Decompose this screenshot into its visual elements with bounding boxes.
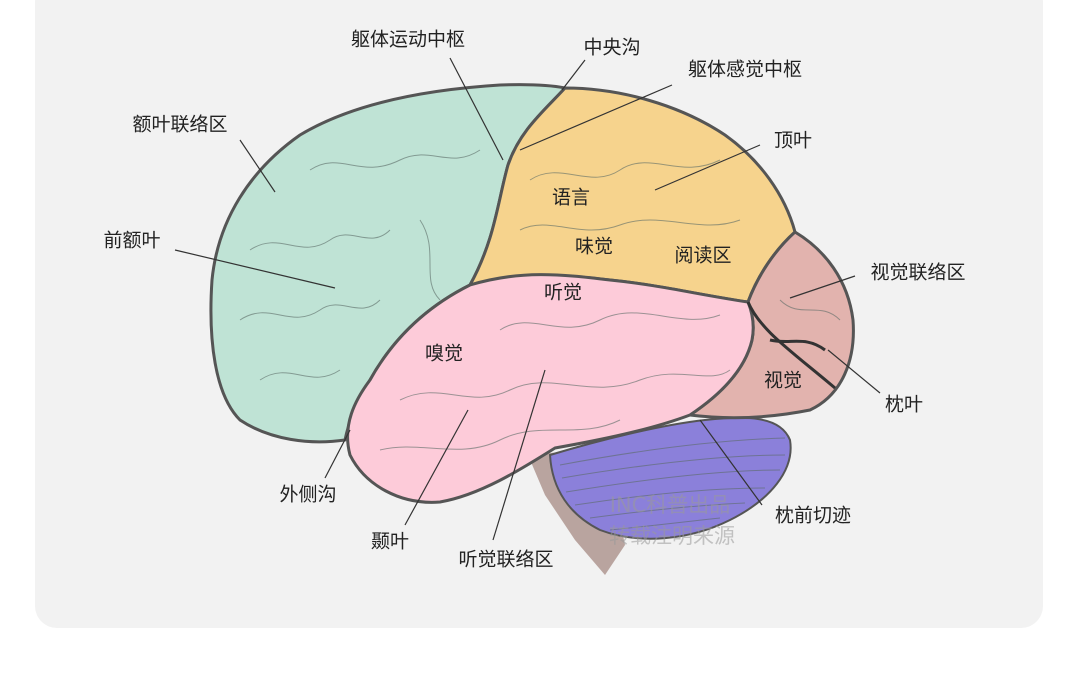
label-somatosensory-cortex: 躯体感觉中枢 — [688, 59, 802, 81]
watermark-line1: INC科普出品 — [610, 493, 731, 517]
label-frontal-association: 额叶联络区 — [132, 114, 227, 136]
label-parietal-lobe: 顶叶 — [774, 130, 812, 152]
leader-lines — [174, 57, 881, 541]
cerebellum-folia — [559, 437, 786, 531]
brain-gyri — [239, 149, 841, 451]
label-taste: 味觉 — [575, 236, 613, 258]
label-reading-area: 阅读区 — [674, 245, 731, 267]
cerebellum — [548, 416, 792, 540]
label-central-sulcus: 中央沟 — [583, 37, 640, 59]
watermark-line2: 转载注明来源 — [609, 524, 735, 548]
label-vision: 视觉 — [764, 370, 802, 392]
label-occipital-lobe: 枕叶 — [885, 394, 923, 416]
label-hearing: 听觉 — [544, 282, 582, 304]
label-prefrontal-lobe: 前额叶 — [103, 230, 160, 252]
label-visual-association: 视觉联络区 — [870, 262, 965, 284]
calcarine-line — [769, 338, 826, 352]
label-temporal-lobe: 颞叶 — [371, 531, 409, 553]
label-auditory-association: 听觉联络区 — [458, 549, 553, 571]
label-preoccipital-notch: 枕前切迹 — [775, 505, 851, 527]
label-motor-cortex: 躯体运动中枢 — [351, 29, 465, 51]
label-smell: 嗅觉 — [425, 343, 463, 365]
label-lateral-sulcus: 外侧沟 — [279, 484, 336, 506]
label-language: 语言 — [552, 187, 590, 209]
